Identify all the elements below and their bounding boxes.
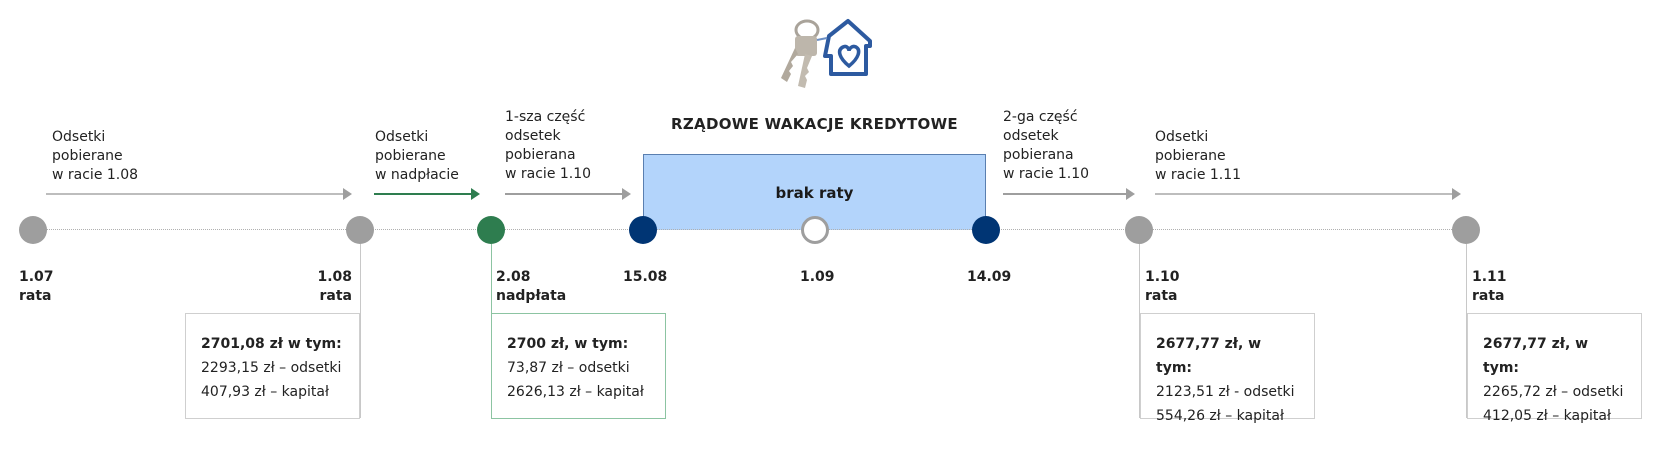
date-value: 1.11	[1472, 269, 1507, 285]
connector-line	[1466, 244, 1467, 418]
installment-total: 2677,77 zł, w tym:	[1156, 336, 1262, 376]
installment-interest: 2265,72 zł – odsetki	[1483, 384, 1624, 400]
installment-capital: 412,05 zł – kapitał	[1483, 408, 1611, 424]
note-first-part-interest: 1-sza część odsetek pobierana w racie 1.…	[505, 109, 592, 182]
milestone-dot-15-08	[629, 216, 657, 244]
diagram-title: RZĄDOWE WAKACJE KREDYTOWE	[671, 115, 958, 133]
installment-box-1-11: 2677,77 zł, w tym: 2265,72 zł – odsetki …	[1467, 313, 1642, 424]
milestone-dot-1-08	[346, 216, 374, 244]
arrow-gray	[1003, 189, 1135, 199]
installment-box-1-10: 2677,77 zł, w tym: 2123,51 zł - odsetki …	[1140, 313, 1315, 424]
connector-line	[1139, 244, 1140, 418]
date-label: rata	[1145, 288, 1178, 304]
no-installment-label: brak raty	[775, 184, 854, 202]
date-label: rata	[319, 288, 353, 304]
milestone-dot-1-11	[1452, 216, 1480, 244]
arrow-green	[374, 189, 480, 199]
milestone-dot-1-07	[19, 216, 47, 244]
installment-box-1-08: 2701,08 zł w tym: 2293,15 zł – odsetki 4…	[185, 313, 360, 419]
milestone-date: 14.09	[967, 269, 1012, 285]
date-value: 1.08	[317, 269, 352, 285]
date-label: rata	[1472, 288, 1505, 304]
installment-capital: 2626,13 zł – kapitał	[507, 384, 644, 400]
overpayment-box-2-08: 2700 zł, w tym: 73,87 zł – odsetki 2626,…	[491, 313, 666, 419]
date-value: 1.07	[19, 269, 54, 285]
keys-house-illustration	[765, 16, 880, 96]
note-interest-overpayment: Odsetki pobierane w nadpłacie	[375, 129, 459, 183]
milestone-dot-14-09	[972, 216, 1000, 244]
arrow-gray	[505, 189, 631, 199]
installment-interest: 73,87 zł – odsetki	[507, 360, 630, 376]
note-second-part-interest: 2-ga część odsetek pobierana w racie 1.1…	[1003, 109, 1090, 182]
milestone-date: 1.09	[800, 269, 835, 285]
milestone-dot-2-08	[477, 216, 505, 244]
installment-capital: 407,93 zł – kapitał	[201, 384, 329, 400]
date-value: 1.10	[1145, 269, 1180, 285]
note-interest-rate-1-11: Odsetki pobierane w racie 1.11	[1155, 129, 1242, 183]
keys-with-house-keychain-icon	[781, 19, 872, 88]
date-label: rata	[19, 288, 52, 304]
arrow-gray	[46, 188, 352, 200]
note-interest-rate-1-08: Odsetki pobierane w racie 1.08	[52, 129, 139, 183]
installment-total: 2700 zł, w tym:	[507, 336, 629, 352]
milestone-date: 15.08	[623, 269, 668, 285]
milestone-date: 2.08 nadpłata	[496, 268, 566, 306]
arrow-gray	[1155, 188, 1461, 200]
milestone-date: 1.08 rata	[300, 268, 352, 306]
installment-total: 2701,08 zł w tym:	[201, 336, 342, 352]
milestone-dot-1-10	[1125, 216, 1153, 244]
installment-capital: 554,26 zł – kapitał	[1156, 408, 1284, 424]
milestone-date: 1.10 rata	[1145, 268, 1180, 306]
date-label: nadpłata	[496, 288, 567, 304]
date-value: 2.08	[496, 269, 531, 285]
milestone-date: 1.11 rata	[1472, 268, 1507, 306]
installment-total: 2677,77 zł, w tym:	[1483, 336, 1589, 376]
connector-line	[360, 244, 361, 418]
milestone-dot-1-09	[801, 216, 829, 244]
installment-interest: 2293,15 zł – odsetki	[201, 360, 342, 376]
timeline-axis	[33, 229, 1466, 230]
milestone-date: 1.07 rata	[19, 268, 54, 306]
installment-interest: 2123,51 zł - odsetki	[1156, 384, 1295, 400]
